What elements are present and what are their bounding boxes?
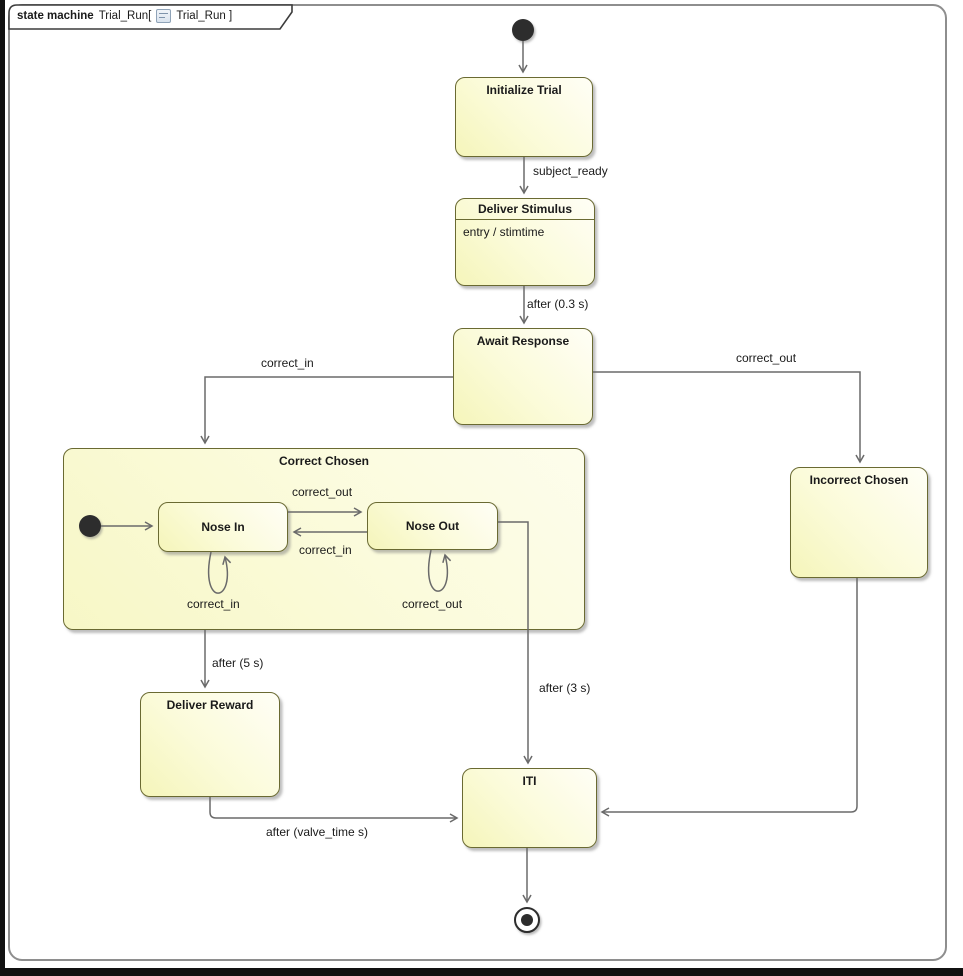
transition-label-after-5s[interactable]: after (5 s) [212,656,264,670]
state-nose-in[interactable]: Nose In [158,502,288,552]
state-machine-diagram-icon [156,9,172,23]
frame-ref: Trial_Run ] [176,10,233,22]
frame-keyword: state machine [17,10,94,22]
initial-pseudostate[interactable] [512,19,534,41]
state-title: ITI [522,774,537,788]
transition-label-subject-ready[interactable]: subject_ready [533,164,608,178]
state-title: Deliver Stimulus [456,199,594,220]
state-await-response[interactable]: Await Response [453,328,593,425]
transition-label-after-valve-time[interactable]: after (valve_time s) [266,825,369,839]
state-correct-chosen[interactable]: Correct Chosen [63,448,585,630]
state-initialize-trial[interactable]: Initialize Trial [455,77,593,157]
state-title: Initialize Trial [486,83,562,97]
final-state[interactable] [514,907,540,933]
state-title: Correct Chosen [278,454,370,468]
initial-pseudostate-inner[interactable] [79,515,101,537]
state-title: Deliver Reward [166,698,254,712]
state-deliver-stimulus[interactable]: Deliver Stimulus entry / stimtime [455,198,595,286]
transition-label-nosein-self[interactable]: correct_in [187,597,240,611]
state-deliver-reward[interactable]: Deliver Reward [140,692,280,797]
state-title: Nose In [201,520,245,534]
transition-label-nosein-to-noseout[interactable]: correct_out [292,485,353,499]
state-title: Await Response [476,334,570,348]
transition-label-after-03s[interactable]: after (0.3 s) [527,297,589,311]
transition-label-correct-in[interactable]: correct_in [261,356,314,370]
screen-edge-bottom [0,968,963,976]
state-title: Incorrect Chosen [809,473,909,487]
state-iti[interactable]: ITI [462,768,597,848]
transition-label-after-3s[interactable]: after (3 s) [539,681,591,695]
state-entry-activity: entry / stimtime [463,225,545,239]
state-incorrect-chosen[interactable]: Incorrect Chosen [790,467,928,578]
transition-label-correct-out[interactable]: correct_out [736,351,797,365]
final-state-dot [521,914,533,926]
frame-name: Trial_Run[ [98,10,152,22]
transition-label-noseout-self[interactable]: correct_out [402,597,463,611]
transition-label-noseout-to-nosein[interactable]: correct_in [299,543,352,557]
screen-edge-left [0,0,5,976]
state-nose-out[interactable]: Nose Out [367,502,498,550]
state-title: Nose Out [405,519,460,533]
frame-tab-label: state machine Trial_Run[ Trial_Run ] [17,9,232,23]
